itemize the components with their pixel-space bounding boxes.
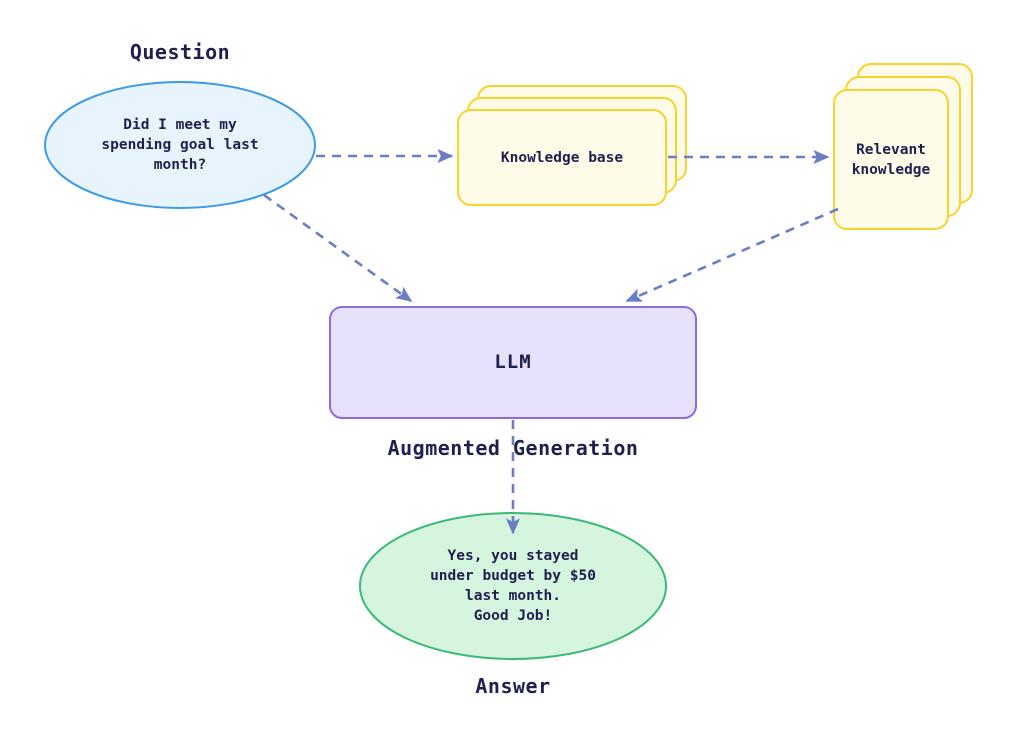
knowledge-base-card-front (457, 109, 667, 206)
edge-relevant-knowledge-to-llm (625, 207, 839, 303)
relevant-knowledge-card-front (833, 89, 949, 230)
answer-caption: Answer (475, 674, 551, 698)
answer-ellipse[interactable] (359, 512, 667, 660)
llm-box[interactable] (329, 306, 697, 419)
knowledge-base-stack[interactable] (457, 85, 687, 206)
augmented-generation-caption: Augmented Generation (387, 436, 639, 460)
edge-question-to-llm (263, 193, 413, 303)
question-caption: Question (129, 40, 231, 64)
relevant-knowledge-stack[interactable] (833, 63, 973, 230)
question-ellipse[interactable] (44, 81, 316, 209)
